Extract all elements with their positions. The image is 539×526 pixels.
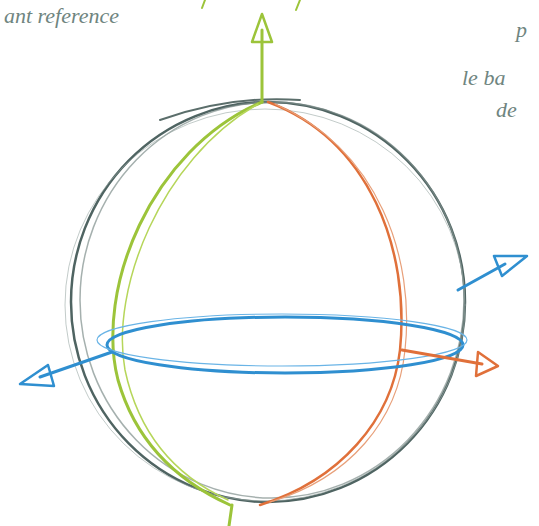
sphere-outline [71, 102, 465, 502]
handwritten-note: de [496, 98, 517, 122]
stroke-mark [202, 0, 205, 8]
handwritten-note: le ba [462, 66, 505, 90]
equator-ring [107, 317, 463, 373]
handwritten-note: p [516, 18, 527, 42]
equator-ring [97, 314, 467, 366]
meridian-arc [270, 104, 407, 502]
handwritten-note: ant reference [4, 4, 119, 28]
axis-arrowhead [494, 256, 527, 276]
meridian-arc [113, 102, 262, 505]
axis-arrowhead [252, 14, 272, 42]
sphere-outline [160, 99, 300, 120]
axis-arrowhead [20, 365, 54, 386]
axis-line [402, 350, 482, 364]
axis-arrowhead [476, 352, 498, 376]
stroke-mark [296, 0, 300, 10]
axis-line [229, 505, 232, 526]
meridian-arc [122, 104, 258, 500]
meridian-arc [260, 102, 401, 505]
